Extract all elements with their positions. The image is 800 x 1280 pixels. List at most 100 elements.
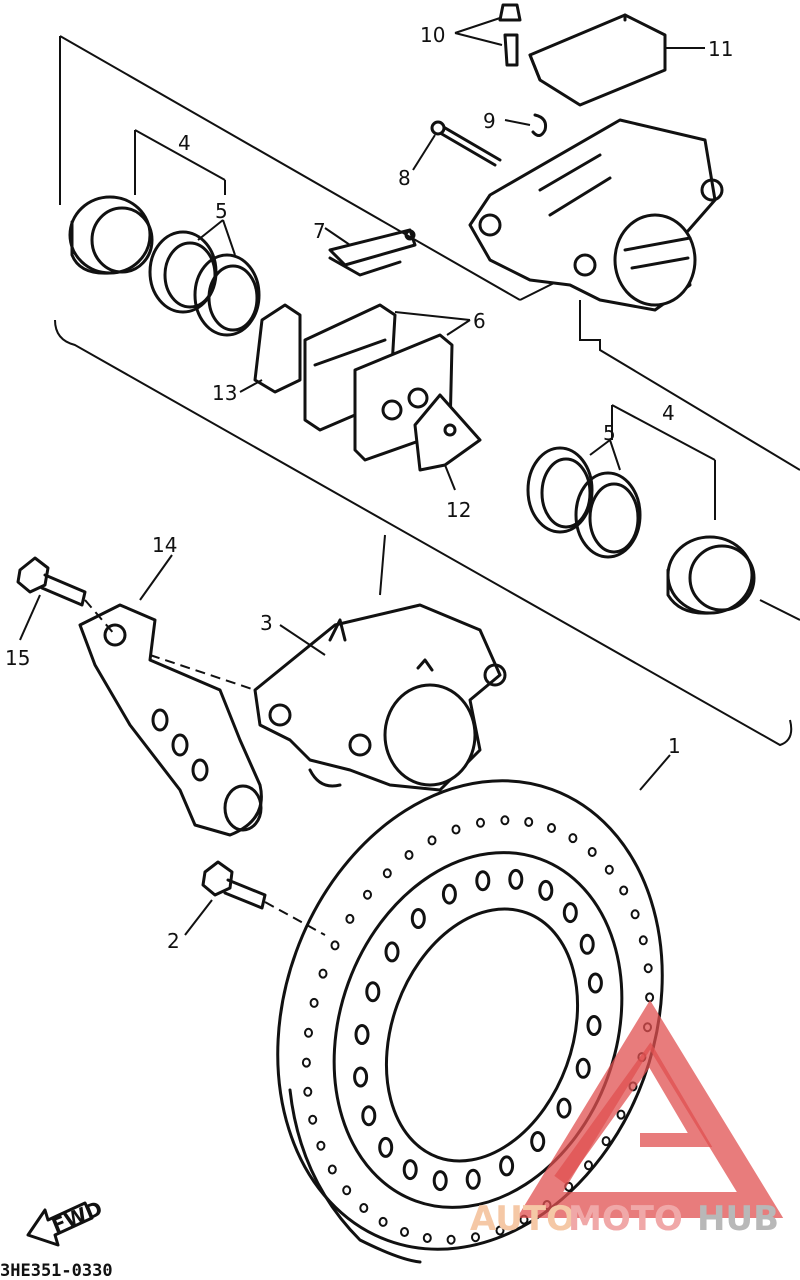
piston-left <box>68 195 154 275</box>
label-part-4-right: 4 <box>662 401 675 425</box>
disc-hole <box>402 1159 418 1181</box>
disc-hole <box>465 1168 481 1190</box>
disc-hole <box>568 833 578 844</box>
disc-hole <box>427 835 437 846</box>
label-part-6: 6 <box>473 309 486 333</box>
seal-right <box>526 446 642 559</box>
leaders-4-5-left <box>134 129 236 256</box>
watermark-logo: AUTO MOTO HUB <box>470 1000 784 1239</box>
disc-holes <box>301 815 655 1245</box>
disc-hole <box>342 1185 352 1196</box>
disc-hole <box>619 885 629 896</box>
disc-hole <box>586 1015 602 1036</box>
disc-hole <box>378 1136 394 1158</box>
disc-hole <box>616 1109 626 1120</box>
leaders-4-5-right <box>589 404 716 520</box>
disc-hole <box>495 1225 505 1236</box>
part-labels: 1 2 3 4 4 5 5 6 7 8 9 10 11 12 13 14 15 <box>5 23 733 953</box>
label-part-15: 15 <box>5 646 30 670</box>
disc-hole <box>308 1114 318 1125</box>
label-part-9: 9 <box>483 109 496 133</box>
disc-hole <box>378 1216 388 1227</box>
disc-hole <box>530 1131 546 1152</box>
bracket-bolt <box>16 556 87 641</box>
disc-hole <box>476 817 485 828</box>
diagram-code: 3HE351-0330 <box>0 1261 113 1280</box>
disc-hole <box>524 817 534 827</box>
disc-hole <box>584 1160 593 1171</box>
disc-hole <box>359 1203 369 1213</box>
label-part-11: 11 <box>708 37 733 61</box>
disc-hole <box>451 824 461 835</box>
label-part-13: 13 <box>212 381 237 405</box>
disc-hole <box>604 864 614 875</box>
label-part-1: 1 <box>668 734 681 758</box>
watermark-triangle-icon <box>516 1000 784 1218</box>
disc-hole <box>575 1057 591 1079</box>
bleed-screw <box>454 3 522 67</box>
caliper-assembly <box>253 603 507 792</box>
disc-hole <box>556 1097 572 1119</box>
disc-hole <box>404 850 414 860</box>
disc-hole <box>316 1140 326 1151</box>
disc-hole <box>471 1232 480 1243</box>
disc-hole <box>301 1057 311 1068</box>
forward-arrow-label: FWD <box>48 1196 106 1238</box>
disc-hole <box>304 1027 313 1038</box>
caliper-cover <box>528 13 705 107</box>
watermark-hub: HUB <box>697 1199 779 1239</box>
leader-group-1 <box>379 534 386 596</box>
disc-hole <box>638 935 648 946</box>
caliper-bracket <box>78 554 263 837</box>
label-part-5-right: 5 <box>603 421 616 445</box>
disc-hole <box>400 1227 409 1237</box>
disc-hole <box>318 968 328 979</box>
bracket-centerline <box>84 599 256 691</box>
label-part-10: 10 <box>420 23 445 47</box>
disc-hole <box>422 1233 432 1243</box>
disc-bolt <box>184 860 326 936</box>
disc-hole <box>441 883 457 905</box>
piston-right <box>666 535 756 615</box>
disc-hole <box>508 868 524 890</box>
disc-hole <box>327 1164 337 1175</box>
disc-hole <box>330 940 340 951</box>
disc-hole <box>363 889 372 900</box>
label-part-3: 3 <box>260 611 273 635</box>
disc-hole <box>365 981 381 1003</box>
leader-6 <box>394 311 471 336</box>
disc-hole <box>353 1066 369 1088</box>
disc-hole <box>384 941 400 963</box>
label-part-8: 8 <box>398 166 411 190</box>
disc-hole <box>309 997 319 1008</box>
pad-support <box>413 393 482 491</box>
disc-hole <box>382 868 392 879</box>
disc-hole <box>579 933 595 955</box>
pad-shim <box>239 303 302 394</box>
disc-hole <box>587 847 597 857</box>
label-part-14: 14 <box>152 533 177 557</box>
disc-hole <box>354 1024 370 1045</box>
disc-hole <box>601 1136 611 1147</box>
label-part-5-left: 5 <box>215 199 228 223</box>
disc-hole <box>361 1105 377 1127</box>
disc-hole <box>499 1155 515 1177</box>
label-part-7: 7 <box>313 219 326 243</box>
label-part-2: 2 <box>167 929 180 953</box>
disc-hole <box>587 972 603 994</box>
disc-hole <box>475 870 491 892</box>
pad-pin <box>412 120 502 171</box>
label-part-4-left: 4 <box>178 131 191 155</box>
brake-disc <box>276 754 671 1264</box>
forward-arrow: FWD <box>26 1196 106 1247</box>
caliper-half-upper <box>468 118 724 312</box>
watermark-moto: MOTO <box>568 1199 683 1239</box>
label-part-12: 12 <box>446 498 471 522</box>
disc-hole <box>303 1086 313 1097</box>
disc-hole <box>345 913 355 924</box>
disc-hole <box>538 879 554 901</box>
disc-hole <box>643 963 653 974</box>
disc-hole <box>446 1234 456 1245</box>
disc-hole <box>500 815 510 826</box>
